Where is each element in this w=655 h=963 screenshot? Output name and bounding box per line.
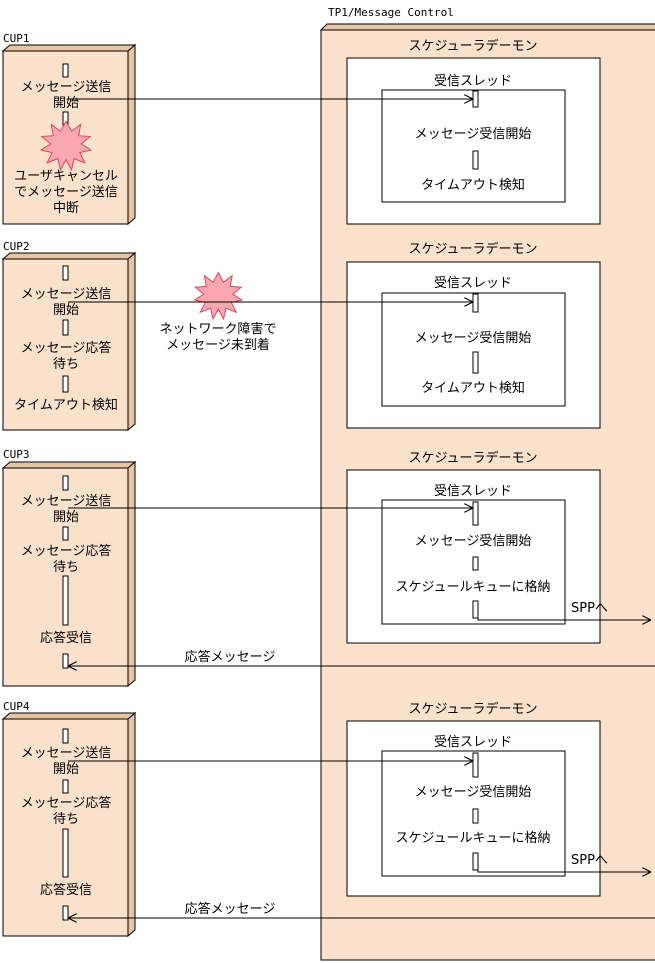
daemon4-activation-bar (472, 852, 479, 871)
cup3-activation-bar (62, 475, 69, 491)
cup2-timeout-text: タイムアウト検知 (14, 397, 118, 413)
cup3-start-text-1: メッセージ送信 (21, 494, 112, 509)
daemon4-title: スケジューラデーモン (408, 701, 537, 717)
cup1-cancel-burst-icon (39, 120, 93, 172)
cup1-cancel-text-3: 中断 (53, 201, 79, 216)
cup4-activation-bar (62, 728, 69, 744)
daemon2-activation-bar (472, 293, 479, 313)
daemon2-title: スケジューラデーモン (408, 241, 537, 257)
daemon4-activation-bar (472, 808, 479, 824)
cup1-start-text-2: 開始 (53, 96, 79, 111)
cup2-label: CUP2 (3, 240, 30, 253)
cup4-activation-bar (62, 779, 69, 794)
cup3-label: CUP3 (3, 448, 30, 461)
daemon1-activation-bar (472, 90, 479, 108)
daemon1-thread-label: 受信スレッド (434, 74, 512, 89)
cup1-cancel-text-2: でメッセージ送信 (14, 185, 118, 200)
daemon4-spp-label: SPPへ (571, 853, 608, 868)
cup3-activation-bar (62, 575, 69, 626)
cup2-activation-bar (62, 265, 69, 281)
cup4-start-text-1: メッセージ送信 (21, 746, 112, 761)
cup3-wait-text-1: メッセージ応答 (21, 543, 112, 559)
cup2-start-text-2: 開始 (53, 303, 79, 318)
cup2-box (1, 251, 137, 432)
daemon4-spp-arrow (477, 870, 651, 872)
cup2-activation-bar (62, 375, 69, 393)
cup4-activation-bar (62, 905, 69, 921)
cup1-label: CUP1 (3, 32, 30, 45)
cup3-wait-text-2: 待ち (53, 560, 79, 575)
cup4-box (1, 711, 137, 938)
cup4-receive-text: 応答受信 (40, 882, 92, 898)
daemon1-step1: メッセージ受信開始 (415, 127, 532, 142)
daemon2-thread-label: 受信スレッド (434, 276, 512, 291)
cup1-cancel-text-1: ユーザキャンセル (14, 169, 118, 184)
cup1-start-text-1: メッセージ送信 (21, 80, 112, 95)
cup4-reply-label: 応答メッセージ (185, 901, 276, 917)
daemon3-activation-bar (472, 600, 479, 619)
daemon2-step1: メッセージ受信開始 (415, 331, 532, 346)
cup4-wait-text-2: 待ち (53, 812, 79, 827)
network-fault-burst-icon (193, 271, 244, 321)
cup2-activation-bar (62, 319, 69, 336)
daemon1-activation-bar (472, 150, 479, 170)
cup3-receive-text: 応答受信 (40, 630, 92, 646)
daemon3-title: スケジューラデーモン (408, 450, 537, 466)
daemon3-step1: メッセージ受信開始 (415, 534, 532, 549)
daemon1-step2: タイムアウト検知 (421, 177, 525, 193)
daemon3-activation-bar (472, 556, 479, 571)
daemon4-activation-bar (472, 752, 479, 778)
cup2-wait-text-1: メッセージ応答 (21, 340, 112, 356)
cup4-label: CUP4 (3, 700, 30, 713)
cup4-start-text-2: 開始 (53, 762, 79, 777)
system-title: TP1/Message Control (328, 6, 454, 19)
daemon2-step2: タイムアウト検知 (421, 380, 525, 396)
daemon3-activation-bar (472, 501, 479, 526)
daemon3-thread-label: 受信スレッド (434, 484, 512, 499)
cup2-start-text-1: メッセージ送信 (21, 287, 112, 302)
daemon1-thread-box (381, 89, 566, 203)
cup3-activation-bar (62, 526, 69, 541)
daemon3-spp-arrow (477, 618, 651, 620)
network-fault-text-1: ネットワーク障害で (159, 321, 276, 337)
cup2-wait-text-2: 待ち (53, 357, 79, 372)
cup1-activation-bar (62, 63, 69, 78)
daemon4-thread-label: 受信スレッド (434, 735, 512, 750)
cup3-reply-label: 応答メッセージ (185, 649, 276, 665)
cup4-wait-text-1: メッセージ応答 (21, 795, 112, 811)
network-fault-text-2: メッセージ未到着 (166, 337, 270, 353)
cup3-activation-bar (62, 653, 69, 669)
cup4-activation-bar (62, 828, 69, 878)
daemon4-step1: メッセージ受信開始 (415, 785, 532, 800)
daemon4-step2: スケジュールキューに格納 (395, 830, 550, 846)
daemon3-spp-label: SPPへ (571, 601, 608, 616)
daemon1-title: スケジューラデーモン (408, 38, 537, 54)
cup3-start-text-2: 開始 (53, 510, 79, 525)
daemon3-step2: スケジュールキューに格納 (395, 579, 550, 595)
daemon2-activation-bar (472, 351, 479, 374)
